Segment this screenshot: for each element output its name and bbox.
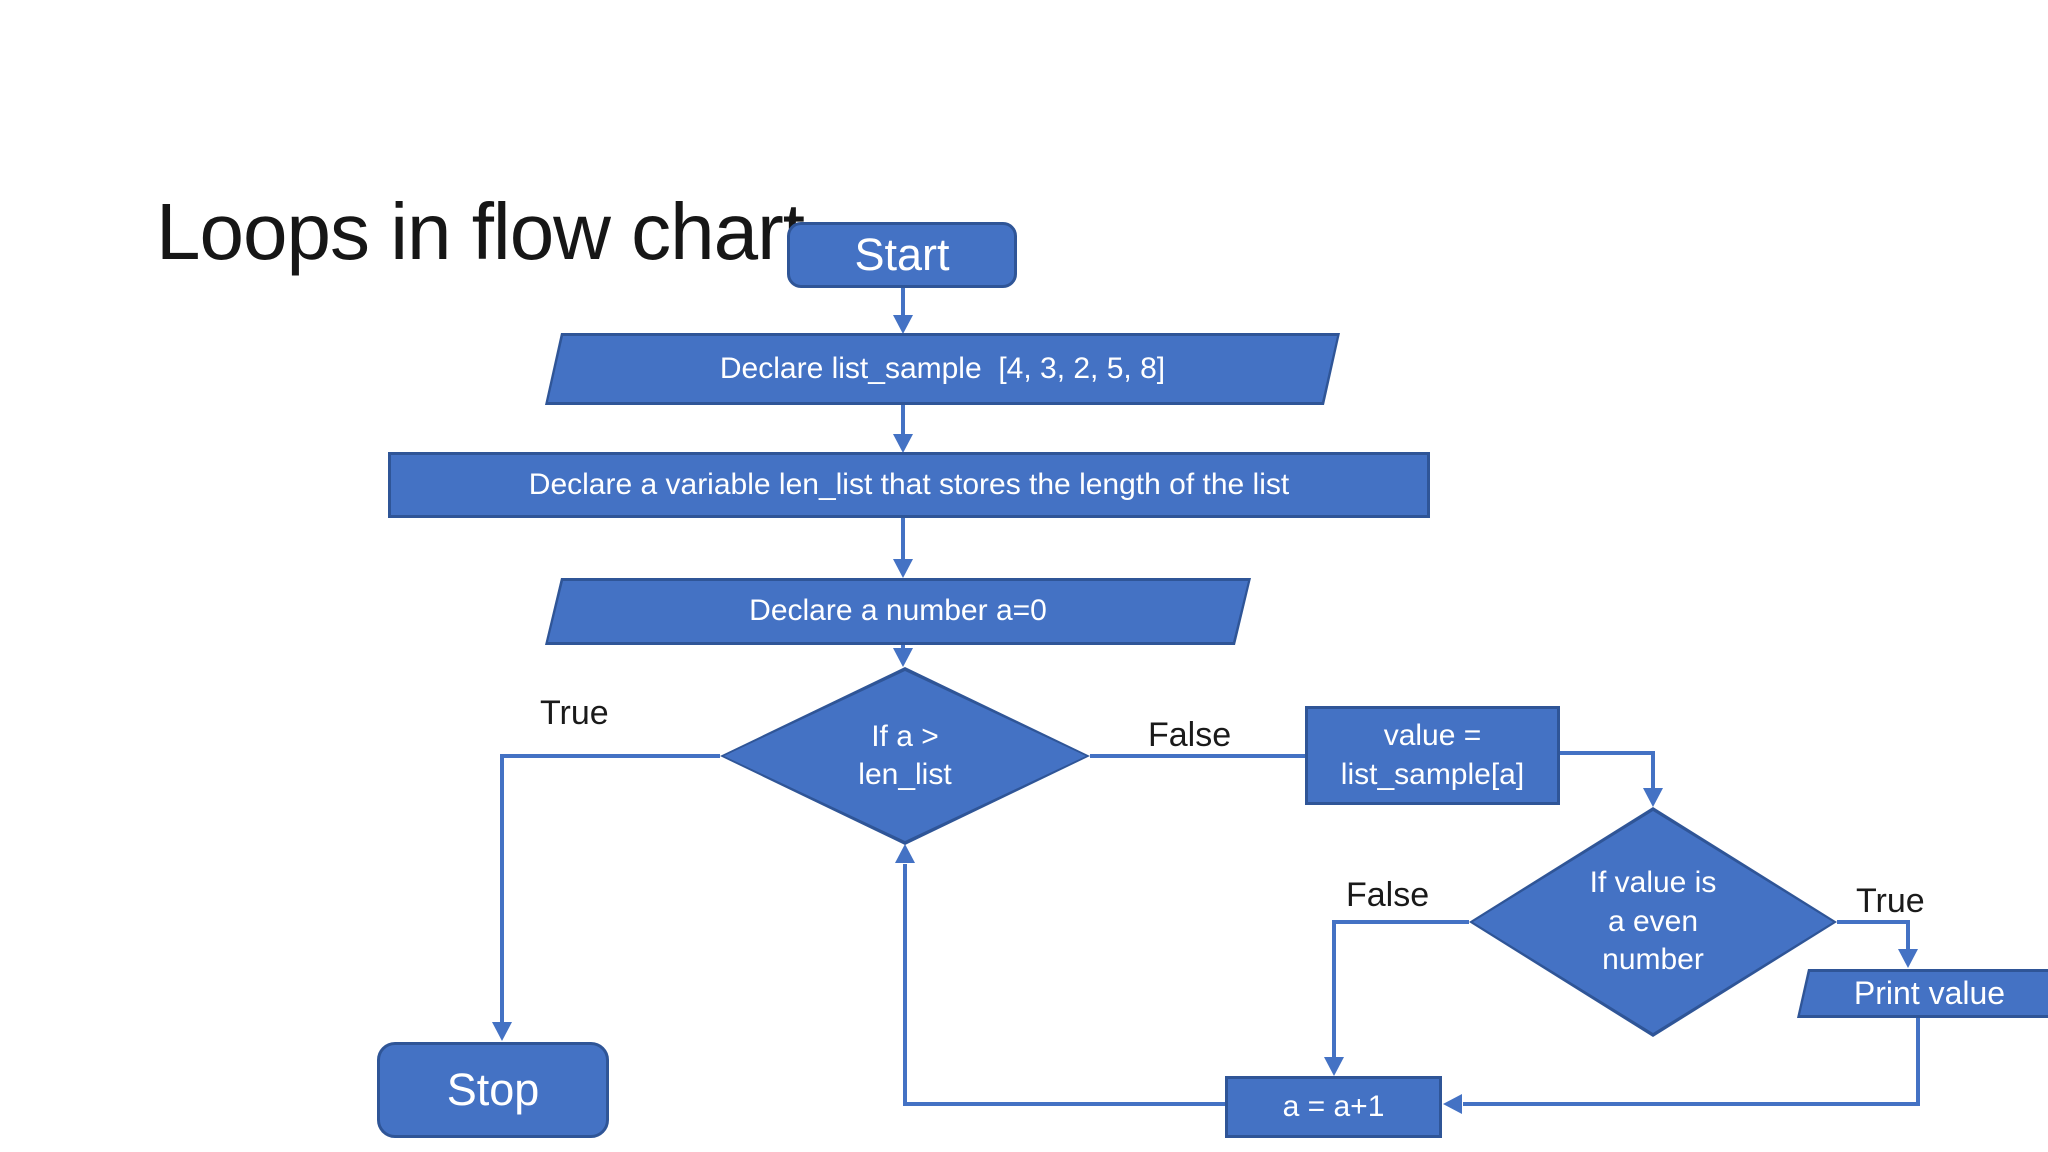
node-stop: Stop bbox=[377, 1042, 609, 1138]
node-declare-a-label: Declare a number a=0 bbox=[749, 594, 1047, 628]
edge-assign-even bbox=[1560, 751, 1655, 790]
arrowhead-down-icon bbox=[893, 434, 913, 453]
edge-loop-true-stop bbox=[500, 754, 720, 1024]
node-declare-a-fill bbox=[548, 581, 1248, 642]
arrowhead-left-icon bbox=[1443, 1094, 1462, 1114]
node-declare-list-label: Declare list_sample [4, 3, 2, 5, 8] bbox=[719, 351, 1166, 385]
node-declare-len-list-label: Declare a variable len_list that stores … bbox=[528, 467, 1290, 501]
arrowhead-down-icon bbox=[1898, 949, 1918, 968]
node-increment: a = a+1 bbox=[1225, 1076, 1442, 1138]
node-print-value: Print value bbox=[1797, 969, 2048, 1018]
node-even-check-line3: number bbox=[1602, 943, 1704, 977]
arrowhead-down-icon bbox=[893, 559, 913, 578]
edge-even-true-print bbox=[1837, 920, 1910, 951]
edge-label-loop-true: True bbox=[540, 694, 609, 732]
node-assign-value-line1: value = bbox=[1383, 719, 1482, 753]
node-loop-check-line1: If a > bbox=[871, 719, 939, 753]
edge-label-loop-false: False bbox=[1148, 716, 1232, 754]
arrowhead-down-icon bbox=[893, 315, 913, 334]
arrowhead-down-icon bbox=[893, 648, 913, 667]
node-loop-check-line2: len_list bbox=[858, 758, 952, 791]
node-start-label: Start bbox=[854, 229, 950, 281]
node-declare-list-fill bbox=[548, 336, 1337, 402]
node-declare-len-list: Declare a variable len_list that stores … bbox=[388, 452, 1430, 518]
arrowhead-down-icon bbox=[1643, 788, 1663, 807]
arrowhead-up-icon bbox=[895, 844, 915, 863]
arrowhead-down-icon bbox=[1324, 1057, 1344, 1076]
node-print-value-fill bbox=[1800, 972, 2048, 1015]
node-even-check-line2: a even bbox=[1607, 904, 1699, 938]
node-even-check-line1: If value is bbox=[1589, 866, 1717, 900]
node-stop-label: Stop bbox=[446, 1064, 540, 1116]
edge-print-increment bbox=[1463, 1018, 1920, 1106]
arrowhead-down-icon bbox=[492, 1022, 512, 1041]
node-declare-a: Declare a number a=0 bbox=[545, 578, 1251, 645]
edge-increment-loop bbox=[903, 864, 1225, 1106]
node-assign-value: value = list_sample[a] bbox=[1305, 706, 1560, 805]
edge-label-even-true: True bbox=[1856, 882, 1925, 920]
edge-even-false-increment bbox=[1332, 920, 1469, 1059]
edge-label-even-false: False bbox=[1346, 876, 1430, 914]
node-print-value-label: Print value bbox=[1853, 975, 2006, 1012]
node-start: Start bbox=[787, 222, 1017, 288]
slide-title: Loops in flow chart bbox=[156, 186, 805, 276]
node-increment-label: a = a+1 bbox=[1282, 1089, 1385, 1123]
node-assign-value-line2: list_sample[a] bbox=[1340, 757, 1525, 791]
node-declare-list: Declare list_sample [4, 3, 2, 5, 8] bbox=[545, 333, 1340, 405]
